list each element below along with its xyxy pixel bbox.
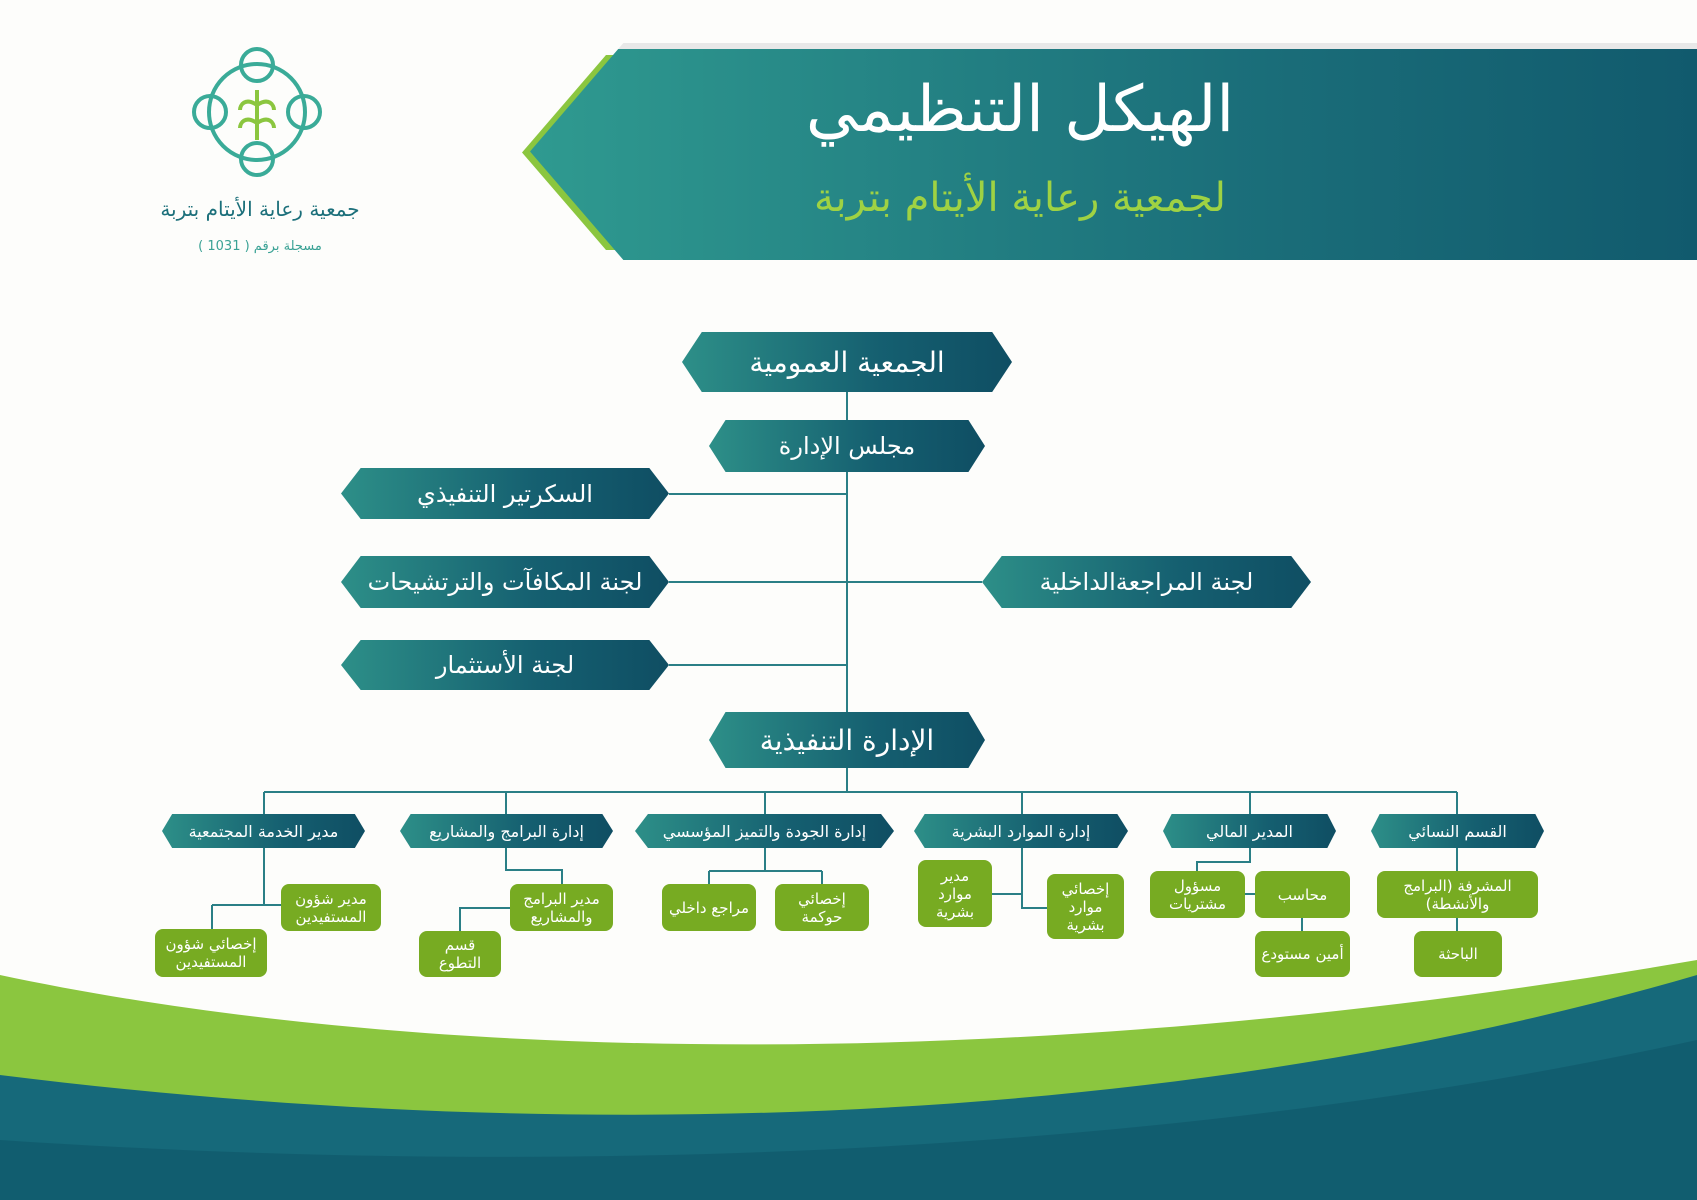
dept-programs: إدارة البرامج والمشاريع bbox=[400, 814, 613, 848]
leaf-accountant: محاسب bbox=[1255, 871, 1350, 918]
dept-community-service: مدير الخدمة المجتمعية bbox=[162, 814, 365, 848]
leaf-volunteering: قسم التطوع bbox=[419, 931, 501, 977]
leaf-internal-auditor: مراجع داخلي bbox=[662, 884, 756, 931]
dept-finance: المدير المالي bbox=[1163, 814, 1336, 848]
header-banner bbox=[530, 43, 1697, 260]
leaf-hr-manager: مدير موارد بشرية bbox=[918, 860, 992, 927]
leaf-governance-specialist: إخصائي حوكمة bbox=[775, 884, 869, 931]
leaf-programs-manager: مدير البرامج والمشاريع bbox=[510, 884, 613, 931]
dept-women: القسم النسائي bbox=[1371, 814, 1544, 848]
dept-hr: إدارة الموارد البشرية bbox=[914, 814, 1128, 848]
dept-quality: إدارة الجودة والتميز المؤسسي bbox=[635, 814, 894, 848]
page-subtitle: لجمعية رعاية الأيتام بتربة bbox=[814, 175, 1226, 221]
leaf-hr-specialist: إخصائي موارد بشرية bbox=[1047, 874, 1124, 939]
leaf-supervisor: المشرفة (البرامج والأنشطة) bbox=[1377, 871, 1538, 918]
leaf-researcher: الباحثة bbox=[1414, 931, 1502, 977]
node-board: مجلس الإدارة bbox=[709, 420, 985, 472]
node-executive-management: الإدارة التنفيذية bbox=[709, 712, 985, 768]
wheat-ornament-icon bbox=[192, 47, 322, 177]
leaf-purchasing-officer: مسؤول مشتريات bbox=[1150, 871, 1245, 918]
connector-lines bbox=[211, 392, 1458, 931]
page-title: الهيكل التنظيمي bbox=[805, 73, 1235, 147]
leaf-storekeeper: أمين مستودع bbox=[1255, 931, 1350, 977]
node-audit-committee: لجنة المراجعةالداخلية bbox=[982, 556, 1311, 608]
leaf-beneficiaries-manager: مدير شؤون المستفيدين bbox=[281, 884, 381, 931]
logo-name: جمعية رعاية الأيتام بتربة bbox=[160, 197, 360, 221]
node-rewards-committee: لجنة المكافآت والترتشيحات bbox=[341, 556, 669, 608]
logo-registration: مسجلة برقم ( 1031 ) bbox=[198, 239, 322, 254]
node-executive-secretary: السكرتير التنفيذي bbox=[341, 468, 669, 519]
leaf-beneficiaries-specialist: إخصائي شؤون المستفيدين bbox=[155, 929, 267, 977]
node-general-assembly: الجمعية العمومية bbox=[682, 332, 1012, 392]
node-investment-committee: لجنة الأستثمار bbox=[341, 640, 669, 690]
